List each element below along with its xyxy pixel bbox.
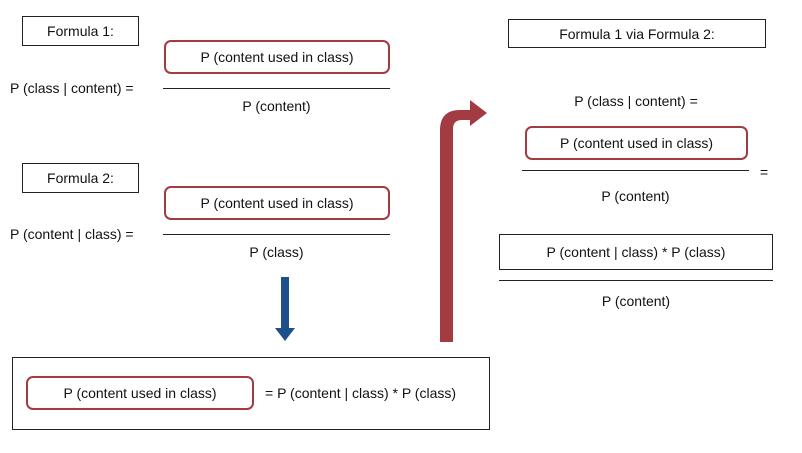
combined-fraction-bar: [522, 170, 749, 171]
formula2-fraction-bar: [163, 234, 390, 235]
combined-numerator-2: P (content | class) * P (class): [499, 234, 773, 270]
arrow-down-icon: [275, 277, 295, 341]
formula1-numerator: P (content used in class): [164, 40, 390, 74]
formula1-fraction-bar: [163, 88, 390, 89]
arrow-up-right-icon: [440, 100, 487, 342]
formula1-denominator: P (content): [242, 98, 311, 114]
formula2-lhs: P (content | class) =: [10, 226, 134, 242]
formula1-lhs: P (class | content) =: [10, 80, 134, 96]
derived-term: P (content used in class): [26, 376, 254, 410]
combined-denominator-2: P (content): [601, 293, 671, 309]
combined-label: Formula 1 via Formula 2:: [508, 19, 766, 48]
combined-fraction-bar-2: [499, 280, 773, 281]
formula1-label: Formula 1:: [22, 16, 139, 46]
formula2-denominator: P (class): [249, 244, 304, 260]
derived-rhs: = P (content | class) * P (class): [265, 385, 457, 401]
formula2-label: Formula 2:: [22, 163, 139, 193]
combined-lhs: P (class | content) =: [574, 93, 698, 109]
combined-numerator: P (content used in class): [525, 126, 748, 160]
combined-equals: =: [760, 164, 769, 180]
formula2-numerator: P (content used in class): [164, 186, 390, 220]
combined-denominator: P (content): [601, 188, 670, 204]
